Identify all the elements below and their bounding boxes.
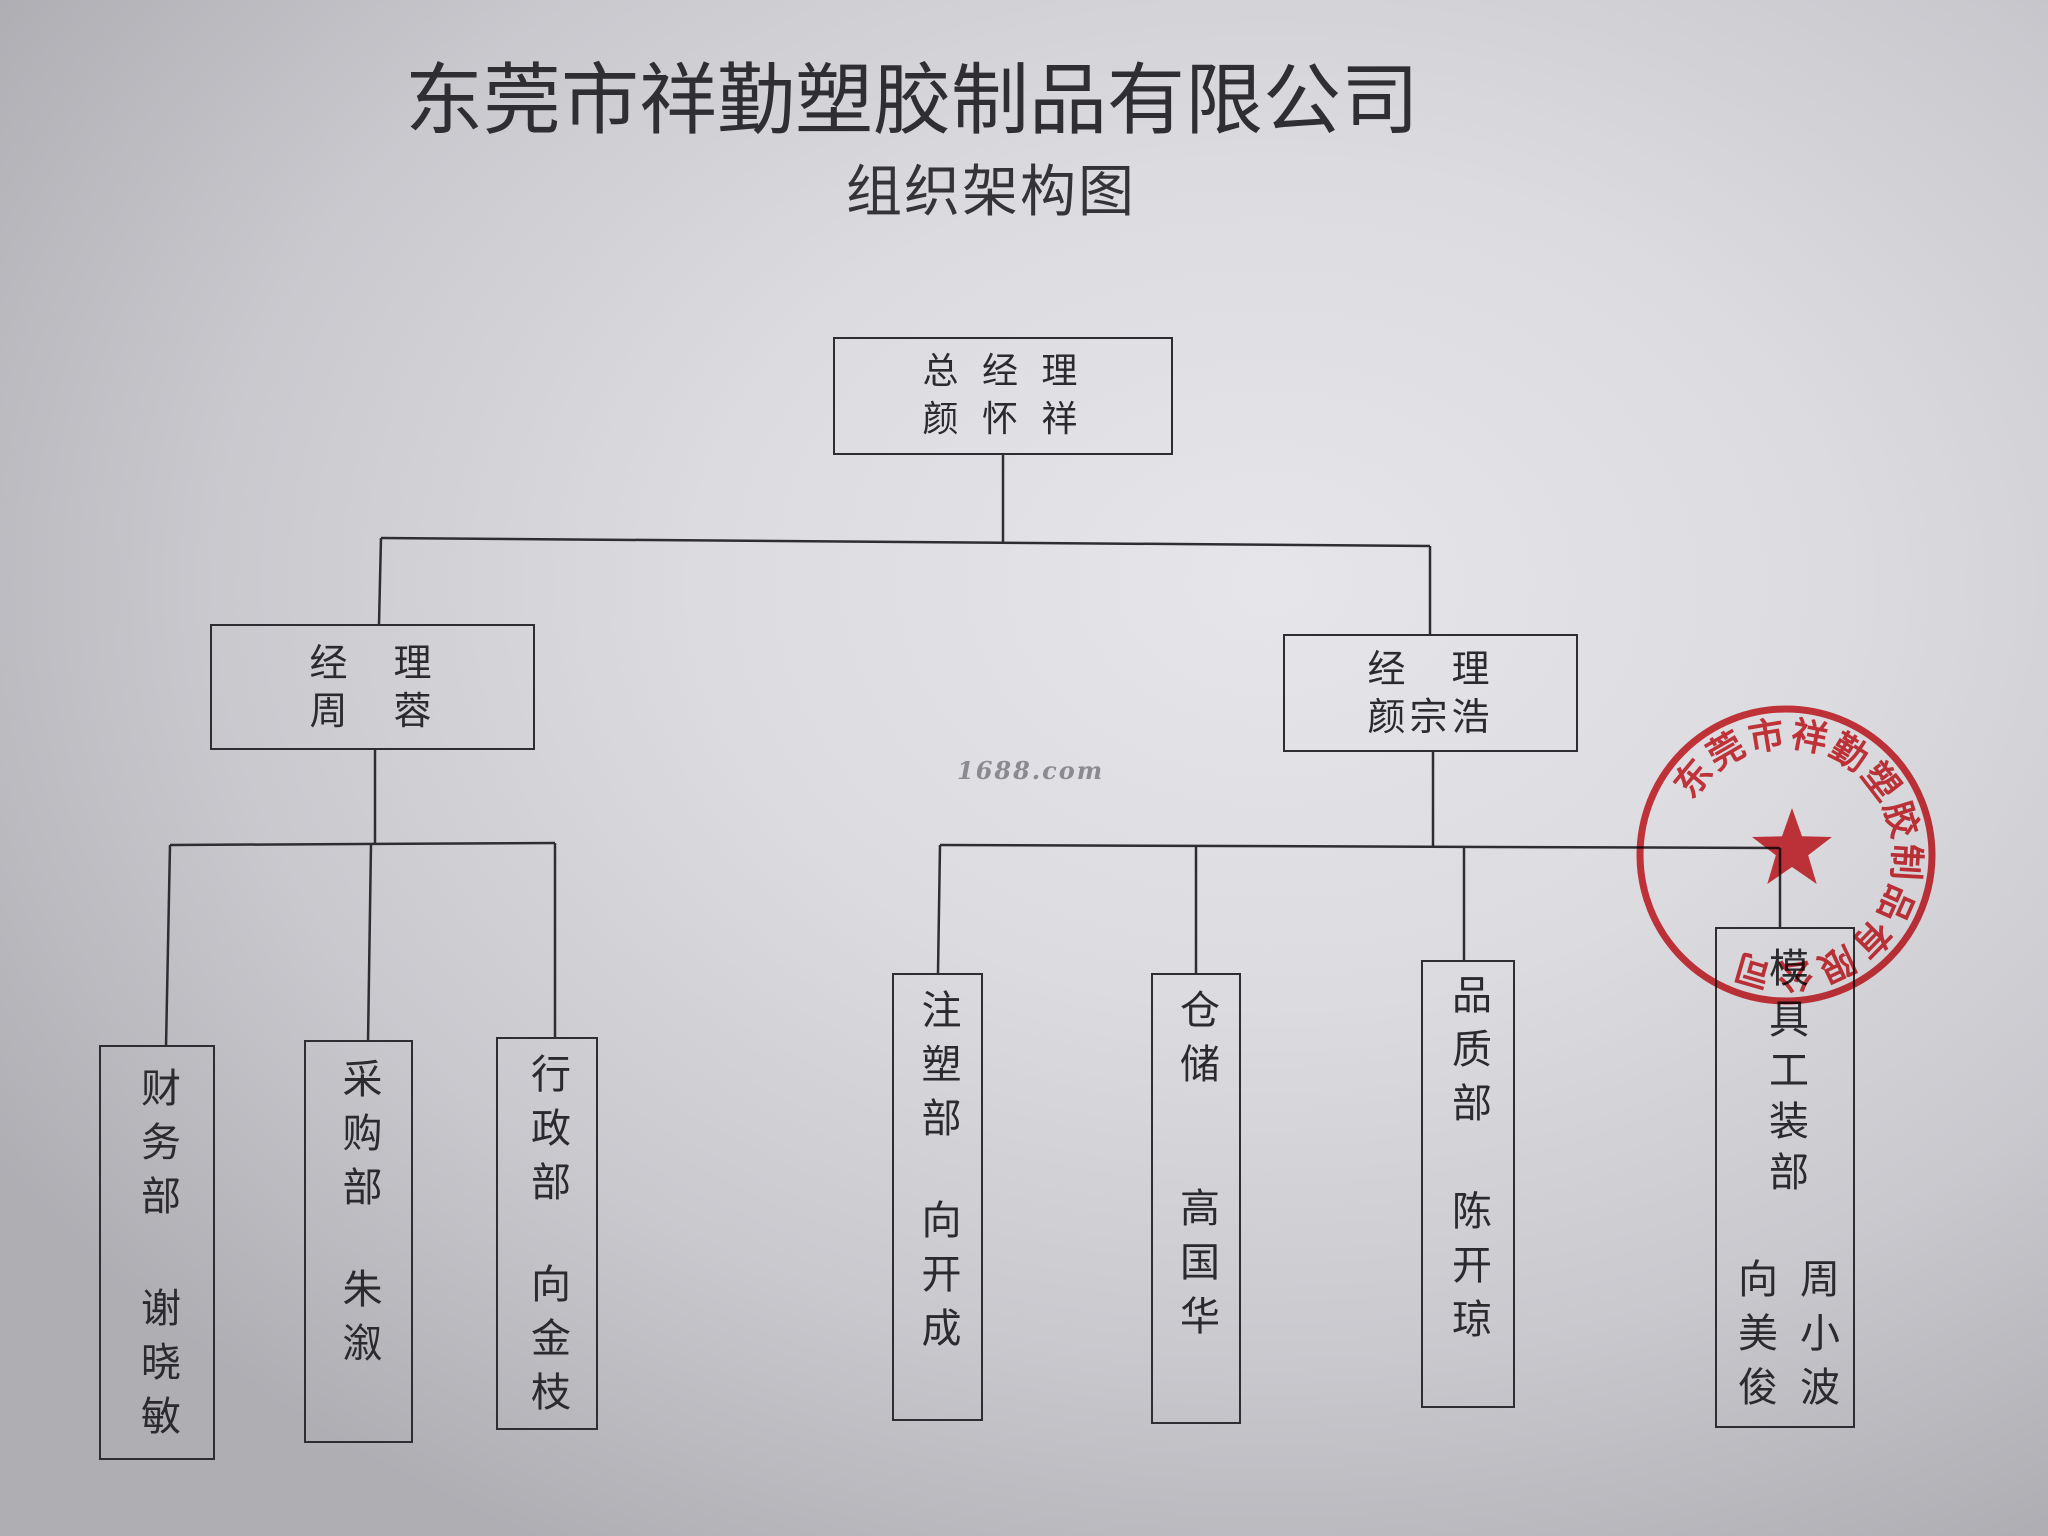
dept-people: 陈开琼 [1444, 1190, 1492, 1352]
root-role: 总 经 理 [922, 351, 1084, 392]
dept-name: 行政部 [524, 1053, 570, 1215]
dept-box-warehouse: 仓储 高国华 [1151, 973, 1241, 1424]
company-title: 东莞市祥勤塑胶制品有限公司 [405, 56, 1420, 146]
person-name: 朱溆 [335, 1268, 382, 1376]
dept-name: 采购部 [335, 1058, 382, 1220]
dept-name: 仓储 [1173, 989, 1219, 1097]
person-name: 向金枝 [524, 1263, 570, 1425]
root-name: 颜 怀 祥 [922, 399, 1084, 440]
manager-role: 经 理 [1367, 647, 1494, 691]
connector-finance [164, 844, 172, 1048]
dept-box-quality: 品质部 陈开琼 [1421, 960, 1515, 1408]
person-name: 周小波 [1793, 1258, 1839, 1420]
dept-box-admin: 行政部 向金枝 [496, 1037, 598, 1430]
connector-injection [936, 844, 942, 974]
dept-people: 向金枝 [523, 1263, 571, 1425]
dept-box-injection: 注塑部 向开成 [892, 973, 983, 1421]
person-name: 陈开琼 [1445, 1190, 1491, 1352]
dept-name: 注塑部 [914, 989, 961, 1151]
dept-people: 周小波 向美俊 [1730, 1258, 1840, 1420]
person-name: 向美俊 [1731, 1258, 1777, 1420]
connector-left-horizontal [169, 841, 556, 847]
connector-top-horizontal [380, 536, 1431, 548]
dept-name: 品质部 [1445, 974, 1491, 1136]
manager-name: 周 蓉 [309, 689, 436, 733]
manager-box-left: 经 理 周 蓉 [210, 624, 535, 750]
dept-people: 朱溆 [335, 1268, 383, 1376]
manager-role: 经 理 [309, 641, 436, 685]
watermark: 1688.com [957, 756, 1105, 785]
root-box: 总 经 理 颜 怀 祥 [833, 337, 1173, 455]
person-name: 谢晓敏 [134, 1287, 180, 1449]
dept-name: 财务部 [134, 1067, 180, 1229]
dept-box-purchasing: 采购部 朱溆 [304, 1040, 413, 1443]
connector-left-manager [377, 537, 383, 625]
dept-box-finance: 财务部 谢晓敏 [99, 1045, 215, 1460]
dept-people: 向开成 [914, 1199, 962, 1361]
dept-name: 模具工装部 [1762, 947, 1808, 1202]
connector-purchasing [366, 843, 373, 1043]
dept-people: 谢晓敏 [133, 1287, 181, 1449]
chart-subtitle: 组织架构图 [846, 160, 1136, 225]
manager-name: 颜宗浩 [1367, 695, 1494, 739]
dept-people: 高国华 [1172, 1187, 1220, 1349]
person-name: 高国华 [1173, 1187, 1219, 1349]
dept-box-tooling: 模具工装部 周小波 向美俊 [1715, 927, 1855, 1428]
connector-right-horizontal [939, 843, 1781, 850]
manager-box-right: 经 理 颜宗浩 [1283, 634, 1578, 752]
person-name: 向开成 [914, 1199, 961, 1361]
